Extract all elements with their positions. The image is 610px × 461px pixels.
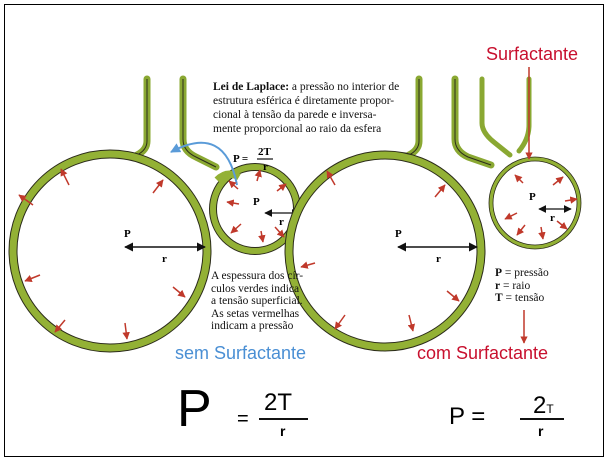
note-line1: A espessura dos cír- [211,270,304,282]
formula-right-num: 2T [533,394,554,418]
flow-arrow [170,141,238,186]
laplace-line1: a pressão no interior de [289,81,400,93]
formula-left-p: P [177,380,212,438]
small-formula-den: r [263,161,268,173]
right-small-p: P [529,191,536,203]
right-big-p: P [395,228,402,240]
left-large-alveolus [9,150,211,352]
small-formula-num: 2T [258,146,271,158]
sem-surfactante-label: sem Surfactante [175,343,307,363]
note-line3: a tensão superficial. [211,295,303,307]
right-alveoli [284,67,582,352]
note-line4: As setas vermelhas [211,307,300,320]
laplace-line3: cional à tensão da parede e inversa- [213,109,377,121]
left-alveoli [8,75,301,353]
legend-r-text: = raio [500,279,531,292]
symbol-legend: P = pressão r = raio T = tensão [495,267,549,305]
note-line5: indicam a pressão [211,320,294,332]
legend-t-key: T [495,292,503,304]
left-big-p: P [124,228,131,240]
left-small-r: r [279,216,284,228]
right-small-alveolus [489,157,581,249]
com-surfactante-label: com Surfactante [417,343,549,363]
formula-left-num: 2T [264,389,293,416]
left-big-r: r [162,253,167,265]
legend-p-text: = pressão [502,267,549,279]
legend-p-key: P [495,267,503,279]
thickness-note: A espessura dos cír- culos verdes indica… [211,270,303,333]
legend-r-key: r [495,279,501,292]
formula-right-num-2: 2 [533,392,547,419]
note-line2: culos verdes indica [211,282,300,295]
left-small-alveolus [209,163,301,255]
laplace-bold: Lei de Laplace: [213,81,290,93]
laplace-diagram [8,67,582,420]
small-formula-p: P = [233,153,249,165]
formula-right-num-t: T [546,402,554,416]
formula-right-den: r [538,423,544,439]
legend-t-text: = tensão [502,292,545,304]
surfactante-top-label: Surfactante [486,44,579,64]
laplace-line2: estrutura esférica é diretamente propor- [213,95,395,107]
formula-left-eq: = [237,408,249,430]
slide-frame: Surfactante Lei de Laplace: a pressão no… [4,4,604,457]
formula-left-den: r [280,423,286,439]
right-small-r: r [550,212,555,224]
left-small-p: P [253,196,260,208]
laplace-line4: mente proporcional ao raio da esfera [213,123,382,135]
laplace-text: Lei de Laplace: a pressão no interior de… [213,80,399,136]
right-large-alveolus [285,151,485,351]
right-big-r: r [436,253,441,265]
formula-right-p: P = [449,403,486,430]
